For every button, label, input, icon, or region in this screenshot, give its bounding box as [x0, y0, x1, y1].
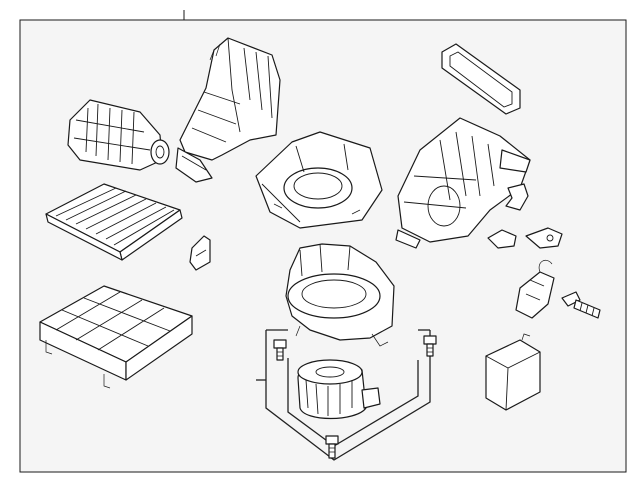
mounting-screw-right-icon [423, 335, 437, 357]
blend-door-actuator-icon [67, 99, 170, 171]
filter-tray-icon [39, 285, 193, 389]
blower-motor-icon [297, 359, 381, 420]
heater-case-icon [395, 117, 531, 249]
intake-duct-icon [175, 37, 281, 183]
wiring-connector-icon [487, 227, 563, 249]
cabin-air-filter-icon [45, 183, 183, 261]
control-module-icon [485, 333, 541, 411]
mounting-screw-bottom-icon [325, 435, 339, 459]
upper-blower-case-icon [255, 131, 383, 229]
duct-clip-icon [505, 183, 529, 211]
filter-clip-icon [189, 235, 211, 271]
screw-icon [561, 291, 601, 319]
mounting-screw-left-icon [273, 339, 287, 361]
resistor-icon [515, 260, 555, 319]
blower-scroll-icon [285, 243, 395, 347]
housing-seal-icon [441, 43, 521, 115]
